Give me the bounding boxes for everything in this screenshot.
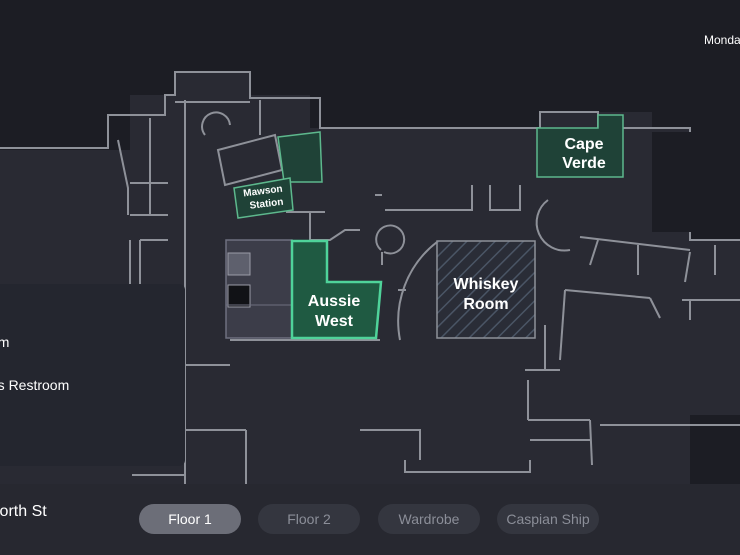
room-list-panel: om 's Restroom <box>0 284 185 466</box>
aussie-west-label-line1: Aussie <box>308 293 361 310</box>
door-arc <box>397 241 438 341</box>
room-mawson-station[interactable]: Mawson Station <box>233 131 323 219</box>
tab-wardrobe[interactable]: Wardrobe <box>378 504 480 534</box>
restroom-block[interactable] <box>225 239 293 339</box>
tab-floor-1[interactable]: Floor 1 <box>139 504 241 534</box>
room-cape-verde[interactable]: Cape Verde <box>536 114 624 178</box>
outside-area <box>652 132 740 232</box>
mawson-label-line2: Station <box>249 197 284 212</box>
tab-caspian-ship[interactable]: Caspian Ship <box>497 504 599 534</box>
room-list-item[interactable]: om <box>0 334 10 350</box>
cape-verde-label-line2: Verde <box>562 155 606 172</box>
room-aussie-west[interactable]: Aussie West <box>290 239 383 340</box>
tab-floor-2[interactable]: Floor 2 <box>258 504 360 534</box>
room-list-item[interactable]: 's Restroom <box>0 377 70 393</box>
whiskey-label-line1: Whiskey <box>454 276 519 293</box>
bottom-bar <box>0 484 740 555</box>
aussie-west-label-line2: West <box>315 313 354 330</box>
room-whiskey-room[interactable]: Whiskey Room <box>436 240 536 339</box>
mawson-label-line1: Mawson <box>243 184 283 200</box>
date-label: Monda <box>704 33 740 47</box>
address-label: worth St <box>0 503 47 520</box>
whiskey-label-line2: Room <box>463 296 508 313</box>
cape-verde-label-line1: Cape <box>564 136 603 153</box>
